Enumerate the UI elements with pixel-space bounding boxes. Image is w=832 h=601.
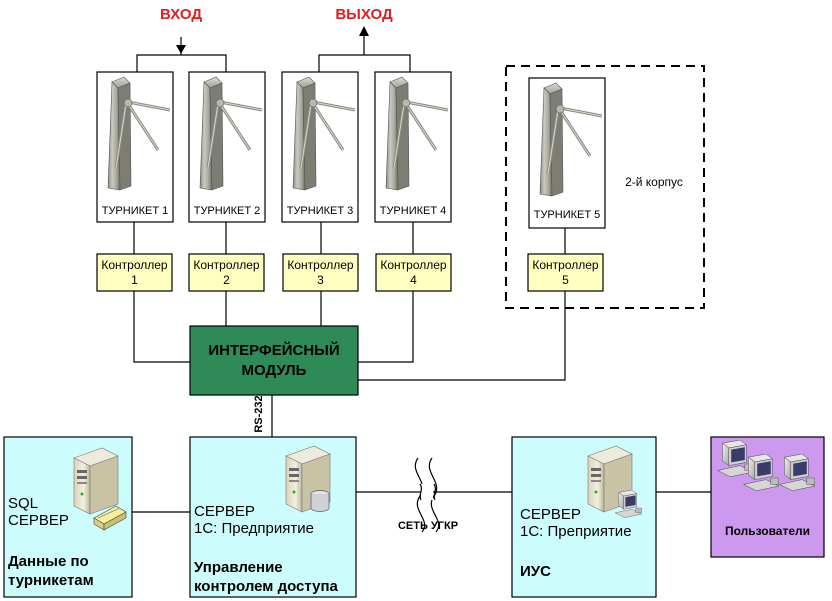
turnstile-label-2: ТУРНИКЕТ 2 <box>193 205 261 217</box>
ius-server-text: СЕРВЕР 1С: Преприятие <box>520 506 632 540</box>
controller-number: 1 <box>131 273 138 287</box>
access-server-text: СЕРВЕР 1С: Предприятие <box>194 503 314 537</box>
interface-module-box <box>189 325 359 396</box>
sql-server-text: SQL СЕРВЕР <box>8 495 69 529</box>
controller-number: 4 <box>410 273 417 287</box>
sql-server-caption-line2: турникетам <box>8 572 94 589</box>
rs232-label: RS-232 <box>253 395 265 433</box>
controller-box-4 <box>375 253 452 292</box>
controller-box-3 <box>282 253 359 292</box>
ius-server-caption: ИУС <box>520 563 551 580</box>
ius-server-line2: 1С: Преприятие <box>520 523 632 540</box>
interface-module-line2: МОДУЛЬ <box>241 362 307 379</box>
building2-label: 2-й корпус <box>625 175 683 189</box>
sql-server-line2: СЕРВЕР <box>8 512 69 529</box>
turnstile-label-5: ТУРНИКЕТ 5 <box>533 209 601 221</box>
database-icon <box>310 490 330 512</box>
exit-label: ВЫХОД <box>335 6 393 23</box>
interface-module-line1: ИНТЕРФЕЙСНЫЙ <box>208 342 340 359</box>
sql-server-line1: SQL <box>8 495 39 512</box>
ius-server-line1: СЕРВЕР <box>520 506 581 523</box>
exit-arrow-icon <box>359 26 369 36</box>
turnstile-frame-4 <box>374 71 452 223</box>
controller-number: 5 <box>562 273 569 287</box>
sql-database-icon <box>93 505 127 531</box>
access-server-line2: 1С: Предприятие <box>194 520 314 537</box>
exit-bracket <box>318 32 411 72</box>
turnstile-frame-2 <box>188 71 266 223</box>
sql-server-caption: Данные по турникетам <box>8 552 94 590</box>
turnstile-frame-5 <box>528 77 606 229</box>
controller-title: Контроллер <box>287 258 354 272</box>
access-server-caption: Управление контролем доступа <box>194 558 338 596</box>
controller-number: 3 <box>317 273 324 287</box>
turnstile-label-1: ТУРНИКЕТ 1 <box>101 205 169 217</box>
entry-label: ВХОД <box>159 6 203 23</box>
access-server-caption-line1: Управление <box>194 559 283 576</box>
access-server-caption-line2: контролем доступа <box>194 578 338 595</box>
controller-title: Контроллер <box>532 258 599 272</box>
controller-title: Контроллер <box>101 258 168 272</box>
controller-title: Контроллер <box>193 258 260 272</box>
network-label: СЕТЬ УГКР <box>397 520 459 532</box>
turnstile-label-3: ТУРНИКЕТ 3 <box>286 205 354 217</box>
turnstile-frame-1 <box>96 71 174 223</box>
controller-label-1: Контроллер 1 <box>97 258 172 288</box>
controller-number: 2 <box>223 273 230 287</box>
sql-server-caption-line1: Данные по <box>8 553 89 570</box>
entry-arrow-icon <box>176 45 186 54</box>
controller-title: Контроллер <box>380 258 447 272</box>
turnstile-label-4: ТУРНИКЕТ 4 <box>379 205 447 217</box>
building2-dashed-box <box>505 65 705 309</box>
controller-label-4: Контроллер 4 <box>376 258 451 288</box>
controller-box-1 <box>96 253 173 292</box>
interface-module-label: ИНТЕРФЕЙСНЫЙ МОДУЛЬ <box>190 341 358 381</box>
controller-label-2: Контроллер 2 <box>189 258 264 288</box>
access-server-line1: СЕРВЕР <box>194 503 255 520</box>
controller-label-5: Контроллер 5 <box>528 258 603 288</box>
controller-label-3: Контроллер 3 <box>283 258 358 288</box>
turnstile-frame-3 <box>281 71 359 223</box>
sql-server-icon <box>73 447 119 515</box>
controller-box-5 <box>527 253 604 292</box>
entry-bracket <box>136 37 227 72</box>
users-label: Пользователи <box>724 524 811 538</box>
